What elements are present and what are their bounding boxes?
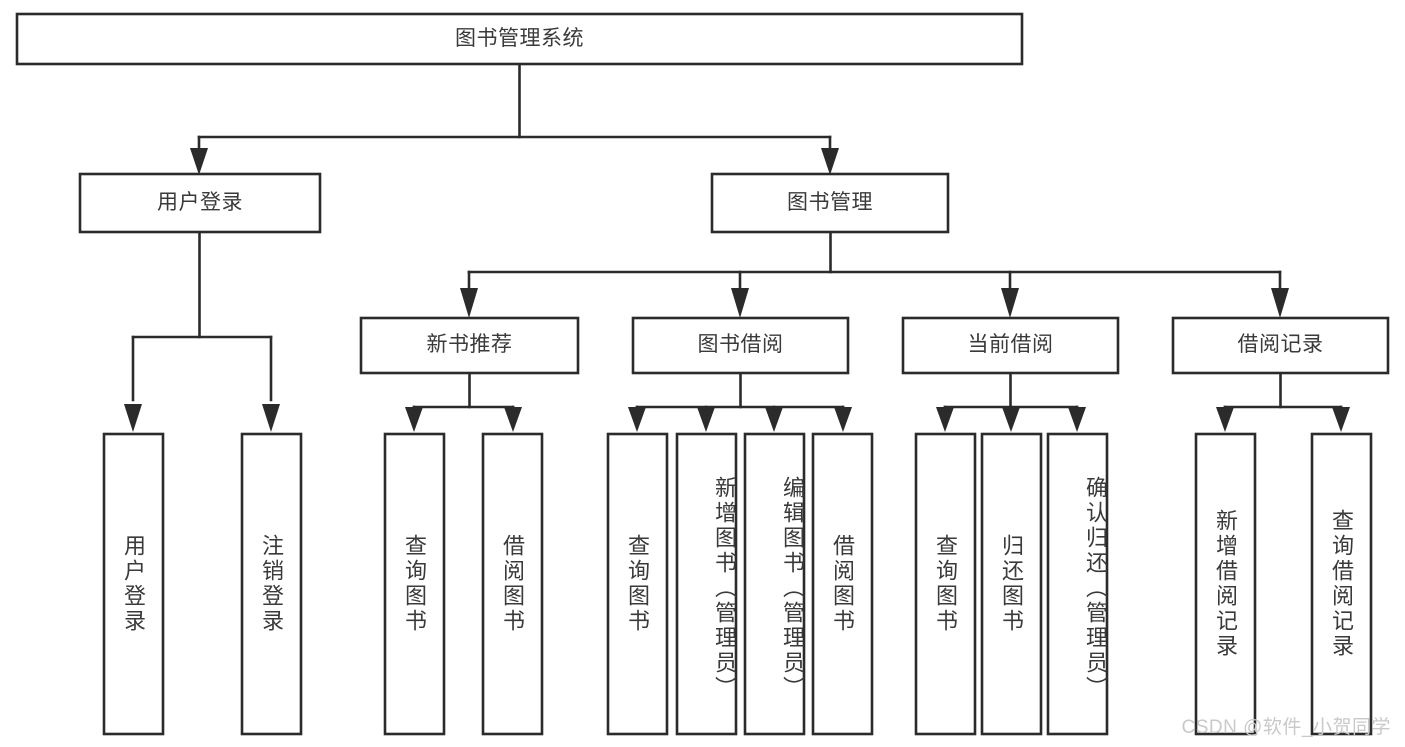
arrowhead-user-login xyxy=(190,148,208,175)
arrowhead-new-book-rec xyxy=(460,288,478,318)
node-box-leaf-user-login[interactable] xyxy=(102,432,165,736)
node-box-leaf-logout[interactable] xyxy=(240,432,303,736)
arrowhead-book-borrow xyxy=(731,288,749,318)
arrowhead-leaf-add-book xyxy=(697,407,715,432)
node-box-leaf-query-book-cur[interactable] xyxy=(914,432,977,736)
node-box-leaf-confirm-return[interactable] xyxy=(1046,432,1109,736)
node-box-layer xyxy=(15,12,1390,736)
arrowhead-current-borrow xyxy=(1001,288,1019,318)
arrowhead-leaf-logout xyxy=(262,404,280,432)
arrowhead-leaf-edit-book xyxy=(765,407,783,432)
node-box-leaf-query-record[interactable] xyxy=(1310,432,1373,736)
node-box-current-borrow[interactable] xyxy=(901,316,1120,375)
node-box-leaf-borrow-book[interactable] xyxy=(811,432,874,736)
node-box-new-book-rec[interactable] xyxy=(359,316,580,375)
node-box-user-login[interactable] xyxy=(78,172,322,234)
arrowhead-leaf-borrow-book xyxy=(834,407,852,432)
node-box-book-manage[interactable] xyxy=(710,172,950,234)
arrowhead-leaf-user-login xyxy=(124,404,142,432)
node-box-leaf-return-book[interactable] xyxy=(980,432,1043,736)
arrowhead-leaf-borrow-book-rec xyxy=(504,407,522,432)
node-box-leaf-edit-book[interactable] xyxy=(743,432,806,736)
arrowhead-leaf-query-book-borrow xyxy=(628,407,646,432)
connector-layer xyxy=(124,62,1350,432)
node-box-borrow-record[interactable] xyxy=(1171,316,1390,375)
node-box-leaf-add-book[interactable] xyxy=(675,432,738,736)
arrowhead-leaf-confirm-return xyxy=(1068,407,1086,432)
node-box-leaf-query-book-borrow[interactable] xyxy=(606,432,669,736)
node-box-book-borrow[interactable] xyxy=(631,316,850,375)
arrowhead-leaf-query-record xyxy=(1332,407,1350,432)
node-box-root[interactable] xyxy=(15,12,1024,66)
arrowhead-leaf-add-record xyxy=(1216,407,1234,432)
node-box-leaf-add-record[interactable] xyxy=(1194,432,1257,736)
arrowhead-leaf-query-book-cur xyxy=(936,407,954,432)
arrowhead-book-manage xyxy=(821,148,839,175)
node-box-leaf-borrow-book-rec[interactable] xyxy=(481,432,544,736)
arrowhead-leaf-return-book xyxy=(1002,407,1020,432)
arrowhead-borrow-record xyxy=(1271,288,1289,318)
node-box-leaf-query-book-rec[interactable] xyxy=(383,432,446,736)
arrowhead-leaf-query-book-rec xyxy=(405,407,423,432)
